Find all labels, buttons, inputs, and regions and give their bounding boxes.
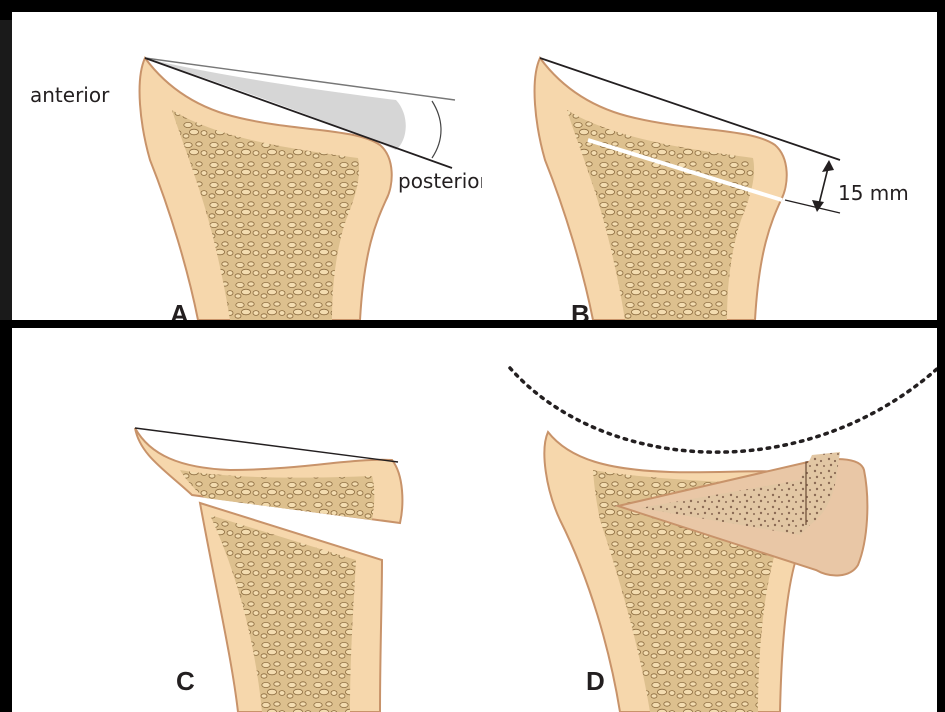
- anterior-label: anterior: [30, 83, 110, 107]
- panel-letter-c: C: [176, 666, 195, 696]
- left-edge-strip: [0, 20, 12, 320]
- measurement-label: 15 mm: [838, 181, 909, 205]
- panel-letter-d: D: [586, 666, 605, 696]
- posterior-label: posterior: [398, 169, 489, 193]
